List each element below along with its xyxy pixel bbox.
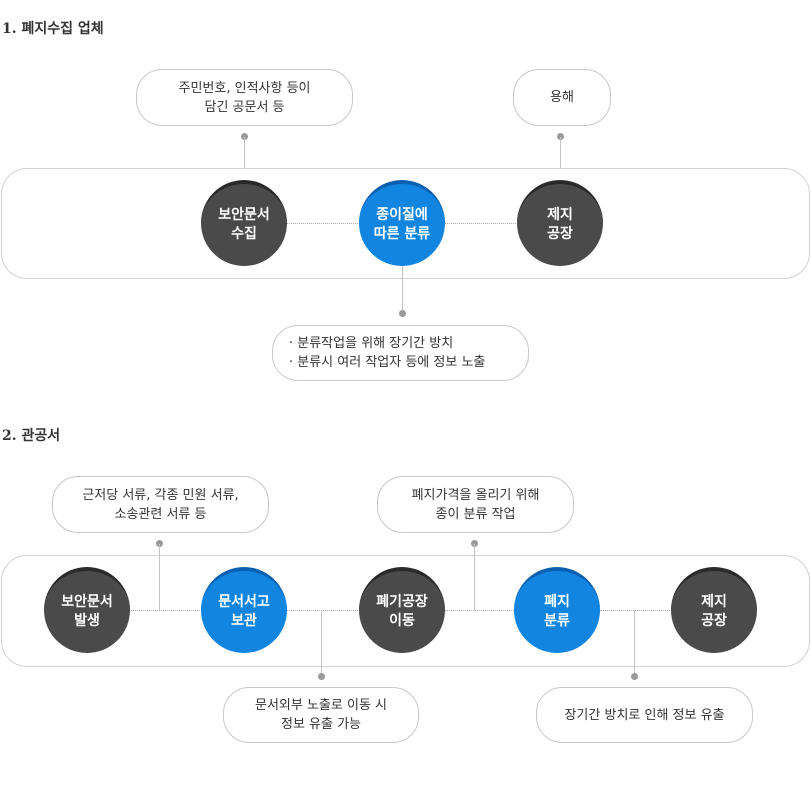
s2-connector-line <box>321 610 322 674</box>
s1-note-top-right-line1: 용해 <box>550 90 574 105</box>
s2-connector-dot <box>318 673 325 680</box>
s2-connector-line <box>159 544 160 610</box>
s1-node-paper-mill: 제지 공장 <box>517 180 603 266</box>
s2-connector-dot <box>156 540 163 547</box>
s1-node-paper-mill-line2: 공장 <box>547 226 573 242</box>
s2-node-document-issued-line2: 발생 <box>74 613 100 629</box>
s1-connector-line <box>244 137 245 182</box>
s1-node-sort: 종이질에 따른 분류 <box>359 180 445 266</box>
s2-node-waste-sort-line1: 폐지 <box>544 594 570 610</box>
s2-note-top-left: 근저당 서류, 각종 민원 서류, 소송관련 서류 등 <box>52 476 269 533</box>
s1-note-top-left-line1: 주민번호, 인적사항 등이 <box>178 80 311 96</box>
s2-flow-link <box>286 610 362 611</box>
s2-node-disposal-transfer-line1: 폐기공장 <box>376 594 428 610</box>
s2-node-paper-mill-line2: 공장 <box>701 613 727 629</box>
s2-note-bottom-left: 문서외부 노출로 이동 시 정보 유출 가능 <box>223 687 419 743</box>
s1-connector-line <box>402 266 403 311</box>
section1-title: 1. 폐지수집 업체 <box>2 21 104 37</box>
s1-note-top-left: 주민번호, 인적사항 등이 담긴 공문서 등 <box>136 69 353 126</box>
s2-node-archive-storage-line1: 문서서고 <box>218 594 270 610</box>
s1-connector-line <box>560 137 561 182</box>
s2-note-top-left-line2: 소송관련 서류 등 <box>114 506 207 522</box>
s2-note-top-right-line1: 폐지가격을 올리기 위해 <box>411 487 540 503</box>
s2-flow-link <box>444 610 518 611</box>
s2-node-document-issued: 보안문서 발생 <box>44 567 130 653</box>
s2-flow-link <box>600 610 674 611</box>
s1-note-bottom-line1: · 분류작업을 위해 장기간 방치 <box>289 336 454 351</box>
s2-node-archive-storage: 문서서고 보관 <box>201 567 287 653</box>
s2-node-document-issued-line1: 보안문서 <box>61 594 113 610</box>
s1-note-top-right: 용해 <box>513 69 611 126</box>
section2-title: 2. 관공서 <box>2 428 61 444</box>
s1-connector-dot <box>557 133 564 140</box>
s2-connector-dot <box>471 540 478 547</box>
s2-flow-link <box>129 610 204 611</box>
s2-note-bottom-right-line1: 장기간 방치로 인해 정보 유출 <box>564 707 725 723</box>
s1-node-sort-line2: 따른 분류 <box>373 226 431 242</box>
s2-note-top-right: 폐지가격을 올리기 위해 종이 분류 작업 <box>377 476 574 533</box>
s2-node-waste-sort: 폐지 분류 <box>514 567 600 653</box>
s1-node-collect-line2: 수집 <box>231 226 257 242</box>
s1-node-collect-line1: 보안문서 <box>218 207 270 223</box>
s1-connector-dot <box>399 310 406 317</box>
s2-note-bottom-left-line1: 문서외부 노출로 이동 시 <box>255 698 387 713</box>
s2-node-disposal-transfer: 폐기공장 이동 <box>359 567 445 653</box>
s2-node-paper-mill: 제지 공장 <box>671 567 757 653</box>
s1-note-bottom-line2: · 분류시 여러 작업자 등에 정보 노출 <box>289 355 486 370</box>
s2-note-bottom-left-line2: 정보 유출 가능 <box>280 717 362 732</box>
s2-node-paper-mill-line1: 제지 <box>701 594 727 610</box>
s2-connector-dot <box>631 673 638 680</box>
s1-node-sort-line1: 종이질에 <box>376 207 428 223</box>
s1-flow-link <box>286 223 362 224</box>
s1-flow-link <box>444 223 520 224</box>
s1-connector-dot <box>241 133 248 140</box>
s2-note-top-left-line1: 근저당 서류, 각종 민원 서류, <box>82 487 239 503</box>
s1-node-collect: 보안문서 수집 <box>201 180 287 266</box>
s2-node-disposal-transfer-line2: 이동 <box>389 613 415 629</box>
s2-note-bottom-right: 장기간 방치로 인해 정보 유출 <box>536 687 753 743</box>
s2-node-archive-storage-line2: 보관 <box>231 613 257 629</box>
s2-connector-line <box>634 610 635 674</box>
s2-note-top-right-line2: 종이 분류 작업 <box>435 506 516 522</box>
s1-note-bottom: · 분류작업을 위해 장기간 방치 · 분류시 여러 작업자 등에 정보 노출 <box>272 325 529 381</box>
s1-node-paper-mill-line1: 제지 <box>547 207 573 223</box>
s1-note-top-left-line2: 담긴 공문서 등 <box>204 99 285 115</box>
s2-connector-line <box>474 544 475 610</box>
s2-node-waste-sort-line2: 분류 <box>544 613 570 629</box>
